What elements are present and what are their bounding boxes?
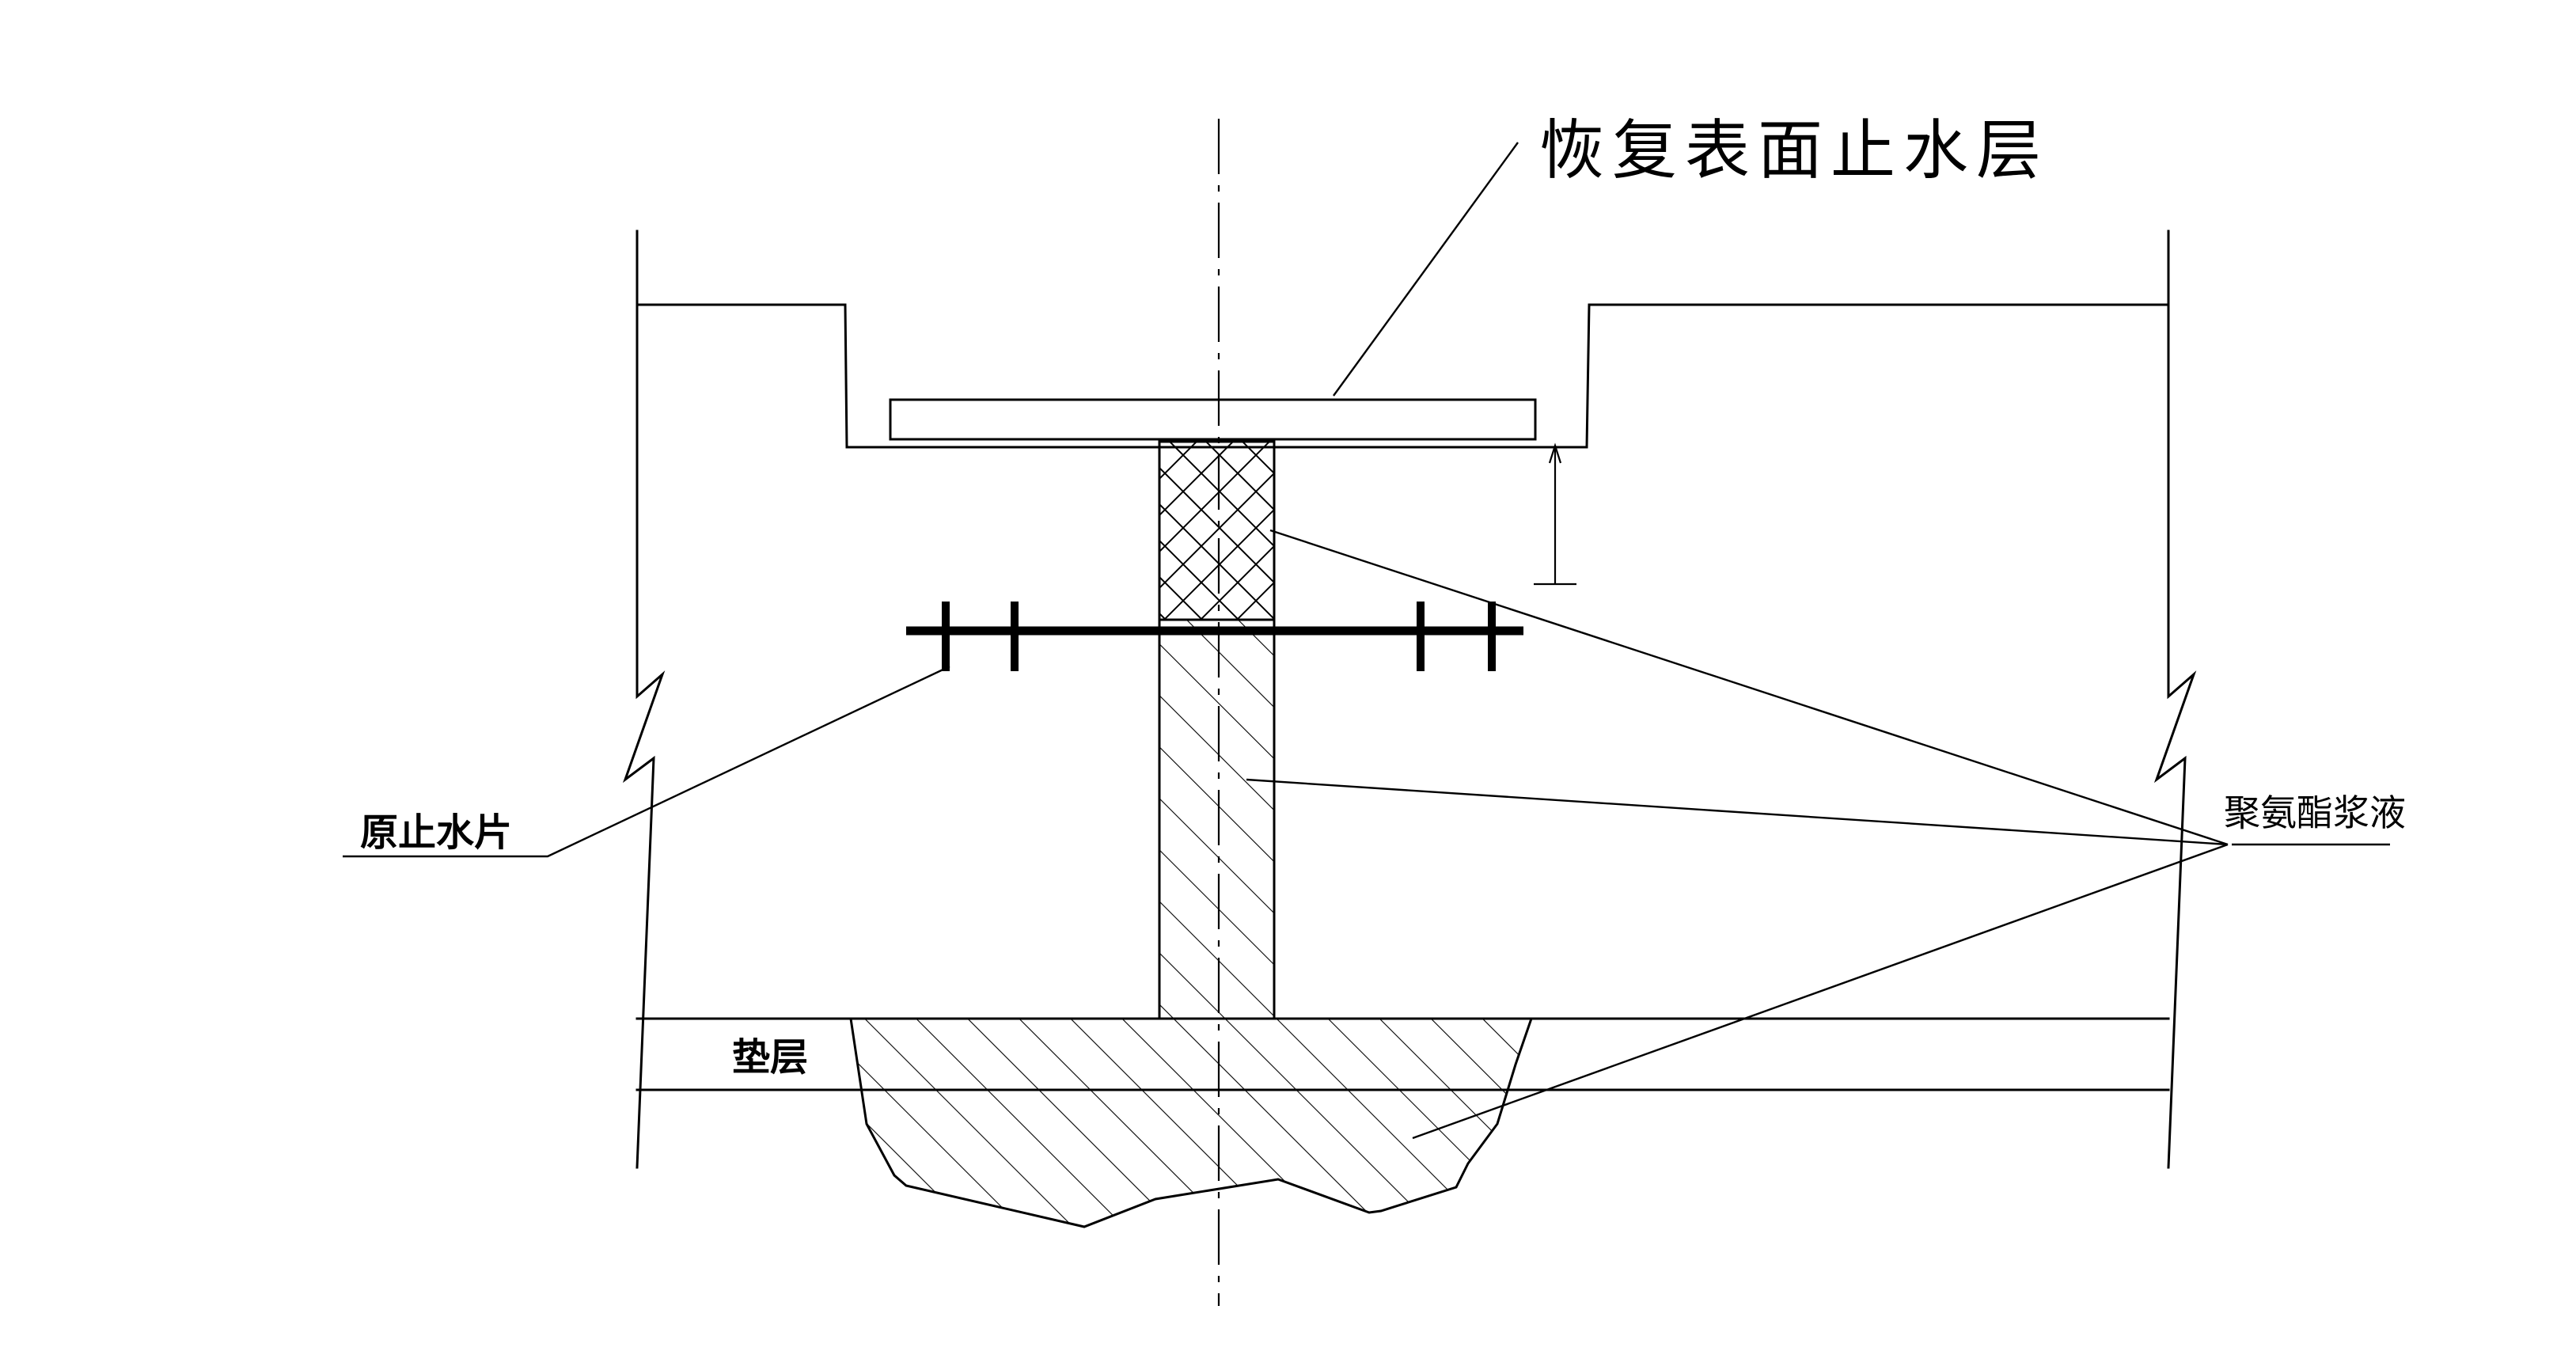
cushion-layer-label: 垫层 <box>732 1035 808 1080</box>
polyurethane-grout-label: 聚氨酯浆液 <box>2224 791 2406 834</box>
leader-lines <box>343 142 2390 1140</box>
original-waterstop-label: 原止水片 <box>360 810 512 855</box>
surface-layer-label: 恢复表面止水层 <box>1539 113 2049 188</box>
joint-crosshatch-fill <box>1158 440 1276 621</box>
dimension-marker <box>1534 442 1576 586</box>
original-waterstop <box>906 602 1523 671</box>
surface-waterstop-plate <box>889 398 1537 441</box>
joint-hatch-fill <box>1158 618 1276 1020</box>
grout-mass <box>849 1017 1534 1228</box>
